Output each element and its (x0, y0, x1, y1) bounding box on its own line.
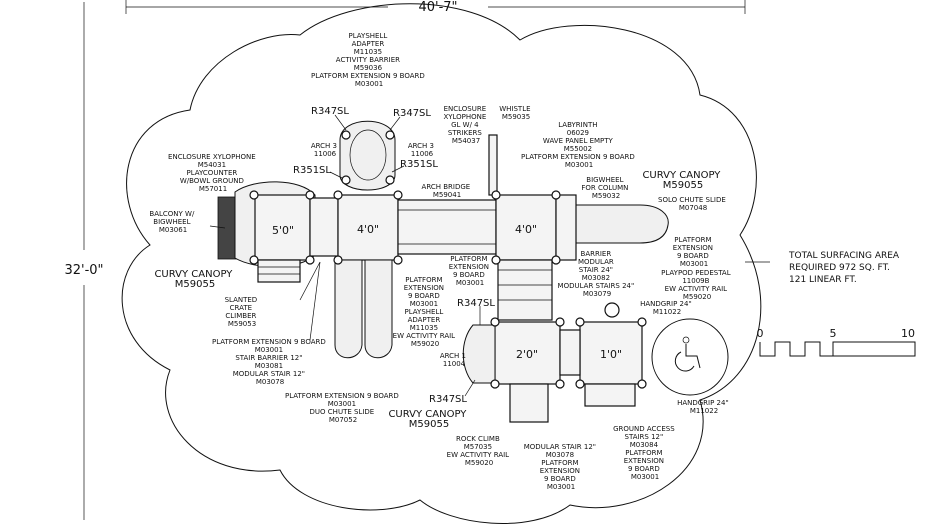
label-platform-ext-center: PLATFORM EXTENSION 9 BOARD M03001 (449, 255, 492, 287)
scale-bar: 0 5 10 (757, 327, 916, 357)
solo-chute-slide (555, 204, 669, 244)
label-playpod: PLAYPOD PEDESTAL 11009B EW ACTIVITY RAIL… (661, 269, 733, 301)
svg-text:10: 10 (901, 327, 915, 340)
label-platform-ext-mid: PLATFORM EXTENSION 9 BOARD M03001 PLAYSH… (393, 276, 458, 348)
arch-enclosure (339, 120, 396, 191)
label-platform-ext-right: PLATFORM EXTENSION 9 BOARD M03001 (673, 236, 716, 268)
label-labyrinth: LABYRINTH 06029 WAVE PANEL EMPTY M55002 … (521, 121, 637, 169)
arch-bridge (397, 199, 497, 255)
rock-climb (509, 383, 549, 423)
height-dimension: 32'-0" (64, 2, 104, 520)
ground-access-stairs (584, 383, 636, 407)
accessibility-circle (651, 318, 729, 396)
posts (249, 130, 647, 389)
label-whistle: WHISTLE M59035 (499, 105, 533, 121)
label-r347-a: R347SL (311, 106, 349, 117)
label-balcony: BALCONY W/ BIGWHEEL M03061 (149, 210, 196, 234)
label-playshell: PLAYSHELL ADAPTER M11035 ACTIVITY BARRIE… (311, 32, 427, 88)
deck-label-4ft-b: 4'0" (515, 223, 537, 236)
xylophone-post (488, 134, 498, 196)
label-ground-access: GROUND ACCESS STAIRS 12" M03084 PLATFORM… (613, 425, 677, 481)
svg-text:0: 0 (757, 327, 764, 340)
label-handgrip-b: HANDGRIP 24" M11022 (677, 399, 731, 415)
deck-1ft: 1'0" (579, 321, 643, 385)
label-curvy-canopy-b: CURVY CANOPY M59055 (388, 409, 469, 430)
playshell (462, 324, 496, 384)
balcony-deck: 5'0" (217, 181, 316, 268)
left-stairs (257, 259, 301, 283)
playpod-pedestal (604, 302, 620, 318)
deck-2ft: 2'0" (494, 321, 561, 385)
deck-label-1ft: 1'0" (600, 348, 622, 361)
deck-label-4ft-a: 4'0" (357, 223, 379, 236)
modular-stair-12 (559, 329, 581, 376)
label-platform-ext-left: PLATFORM EXTENSION 9 BOARD M03001 STAIR … (212, 338, 328, 386)
label-arch-bridge: ARCH BRIDGE M59041 (422, 183, 473, 199)
label-arch3-a: ARCH 3 11006 (311, 142, 339, 158)
label-slanted-crate: SLANTED CRATE CLIMBER M59053 (225, 296, 260, 328)
label-enclosure-xylophone: ENCLOSURE XYLOPHONE GL W/ 4 STRIKERS M54… (443, 105, 488, 145)
leader-lines (209, 114, 770, 397)
right-deck: 4'0" (495, 194, 557, 261)
label-r351-a: R351SL (293, 165, 331, 176)
label-r351-b: R351SL (400, 159, 438, 170)
svg-text:5: 5 (830, 327, 837, 340)
label-modular-stair-12: MODULAR STAIR 12" M03078 PLATFORM EXTENS… (524, 443, 598, 491)
label-bigwheel-column: BIGWHEEL FOR COLUMN M59032 (581, 176, 630, 200)
left-connector (309, 197, 339, 257)
width-label: 40'-7" (418, 0, 457, 15)
width-dimension: 40'-7" (125, 0, 746, 15)
label-handgrip-a: HANDGRIP 24" M11022 (640, 300, 694, 316)
label-r347-b: R347SL (393, 108, 431, 119)
label-enclosure-xylophone-2: ENCLOSURE XYLOPHONE M54031 PLAYCOUNTER W… (168, 153, 258, 193)
label-solo-chute: SOLO CHUTE SLIDE M07048 (658, 196, 728, 212)
label-curvy-canopy-tr: CURVY CANOPY M59055 (642, 170, 723, 191)
label-duo-chute: PLATFORM EXTENSION 9 BOARD M03001 DUO CH… (285, 392, 401, 424)
label-rock-climb: ROCK CLIMB M57035 EW ACTIVITY RAIL M5902… (447, 435, 512, 467)
slide-platform (555, 194, 577, 261)
label-curvy-canopy-l: CURVY CANOPY M59055 (154, 269, 235, 290)
label-arch1: ARCH 1 11004 (440, 352, 468, 368)
label-barrier-modular: BARRIER MODULAR STAIR 24" M03082 MODULAR… (558, 250, 637, 298)
label-r347-d: R347SL (429, 394, 467, 405)
surfacing-note: TOTAL SURFACING AREA REQUIRED 972 SQ. FT… (788, 251, 902, 285)
deck-label-5ft: 5'0" (272, 224, 294, 237)
use-zone-boundary (121, 3, 762, 524)
deck-label-2ft: 2'0" (516, 348, 538, 361)
main-deck: 4'0" (337, 194, 399, 261)
height-label: 32'-0" (64, 263, 103, 278)
label-arch3-b: ARCH 3 11006 (408, 142, 436, 158)
duo-chute-slide (334, 259, 393, 359)
center-stair (497, 259, 553, 321)
label-r347-c: R347SL (457, 298, 495, 309)
